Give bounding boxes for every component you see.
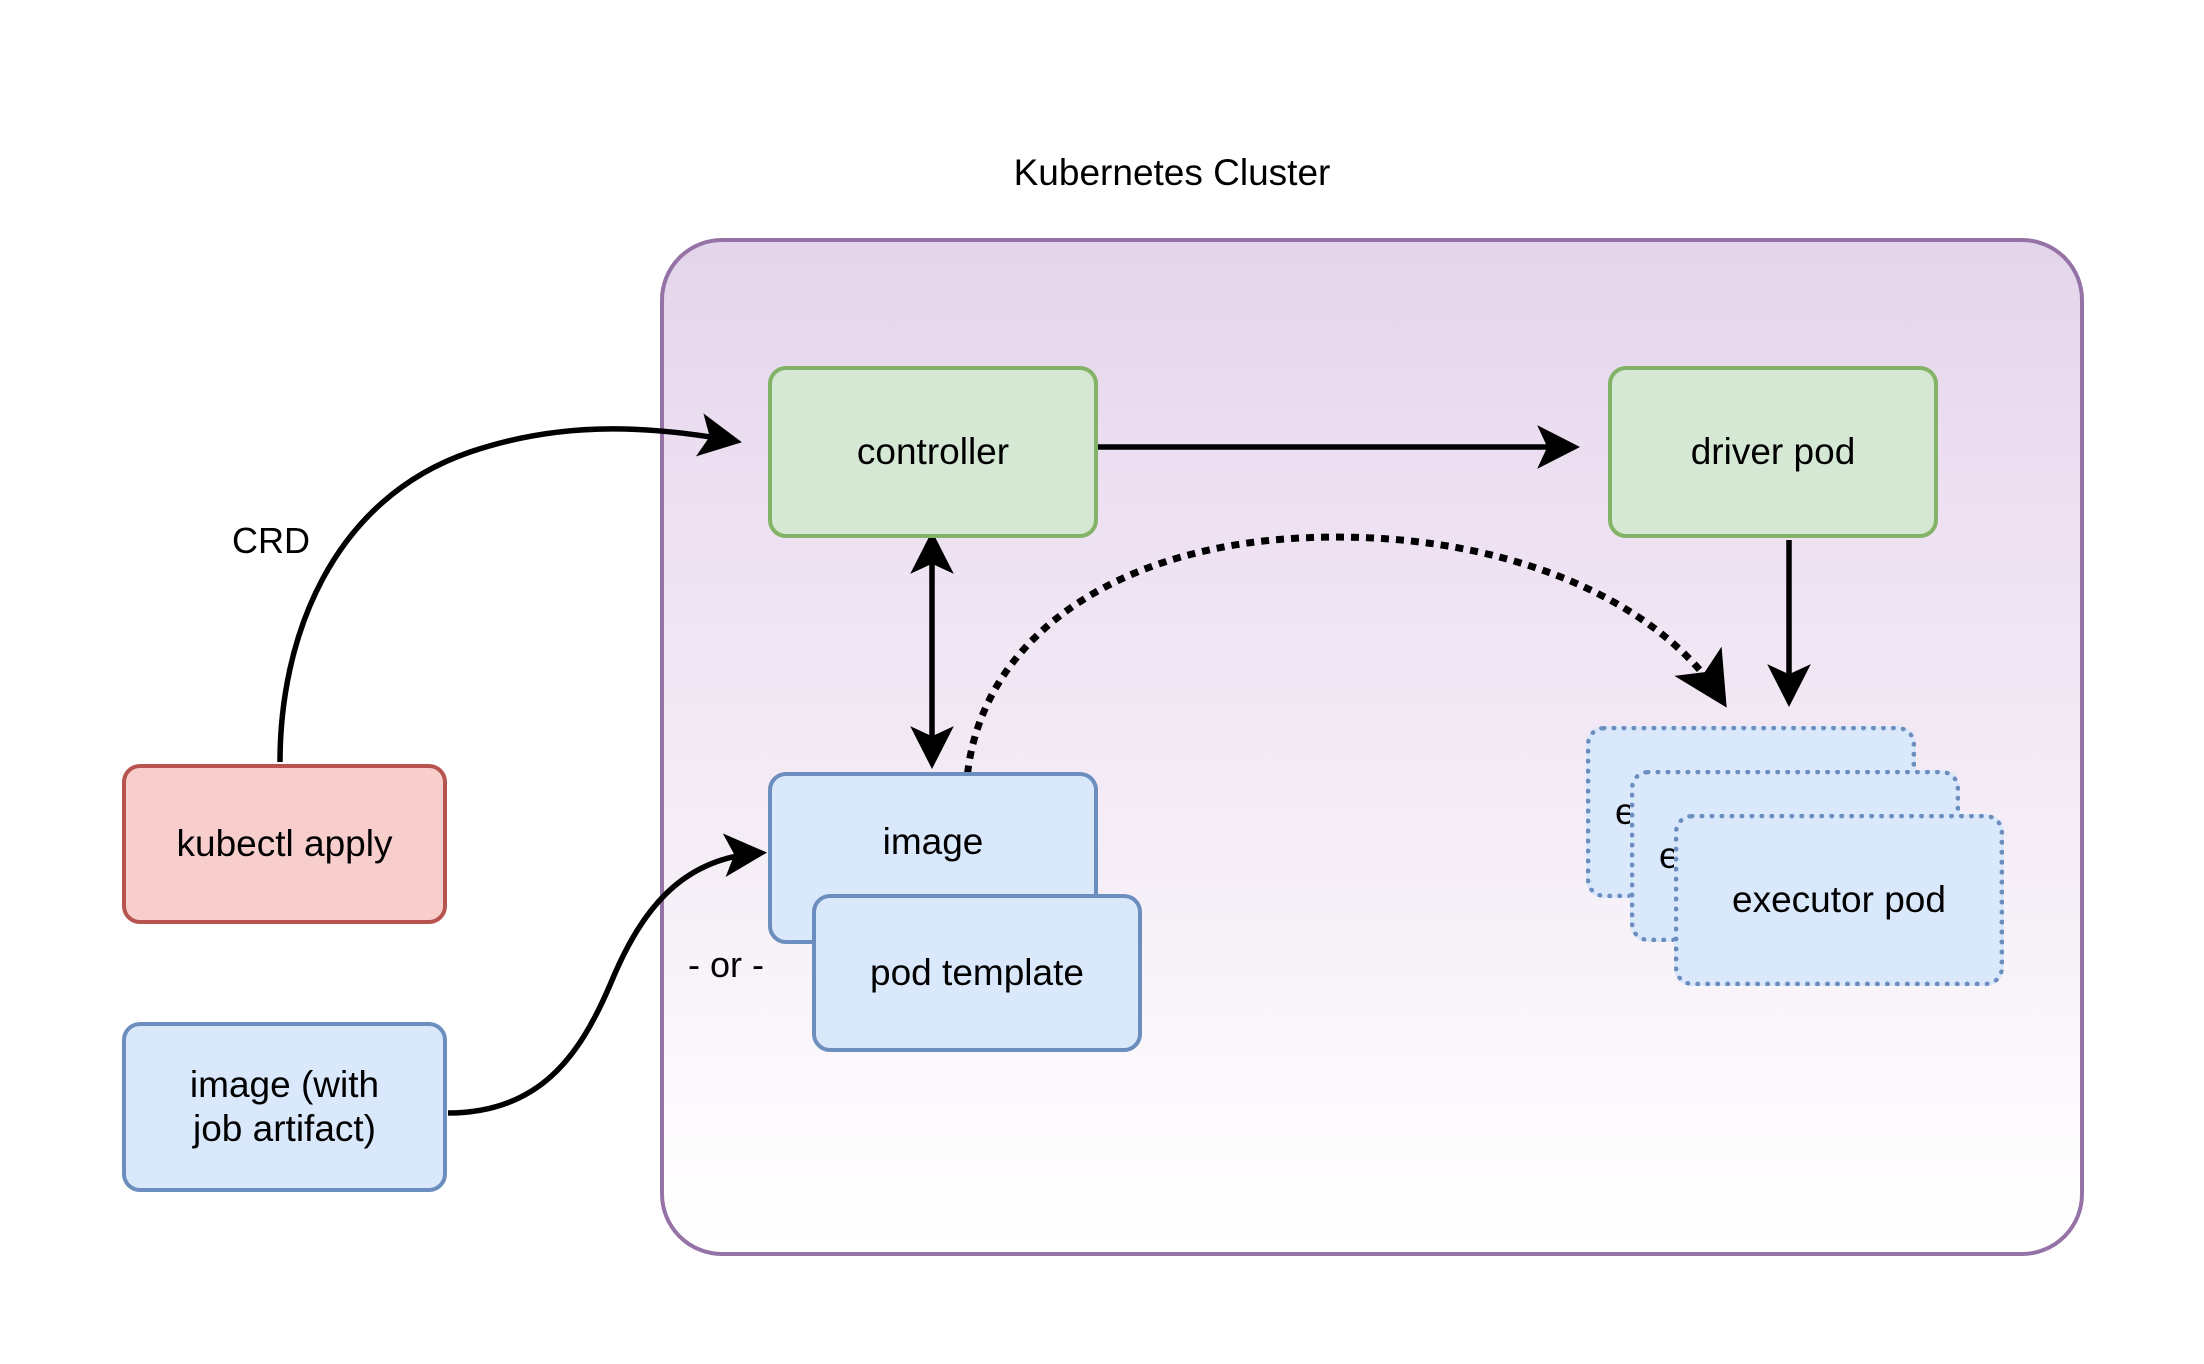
node-pod-template[interactable]: pod template <box>812 894 1142 1052</box>
node-image-with-job-artifact[interactable]: image (with job artifact) <box>122 1022 447 1192</box>
edge-label-crd: CRD <box>232 520 310 561</box>
node-controller[interactable]: controller <box>768 366 1098 538</box>
edge-label-or: - or - <box>688 944 764 985</box>
edge-artifact-to-image <box>447 833 767 1116</box>
node-driver-pod[interactable]: driver pod <box>1608 366 1938 538</box>
node-kubectl-apply[interactable]: kubectl apply <box>122 764 447 924</box>
cluster-title: Kubernetes Cluster <box>1013 152 1331 193</box>
node-executor-pod-front[interactable]: executor pod <box>1674 814 2004 986</box>
edge-image-to-executors <box>964 533 1727 774</box>
edge-kubectl-to-controller <box>277 413 742 763</box>
